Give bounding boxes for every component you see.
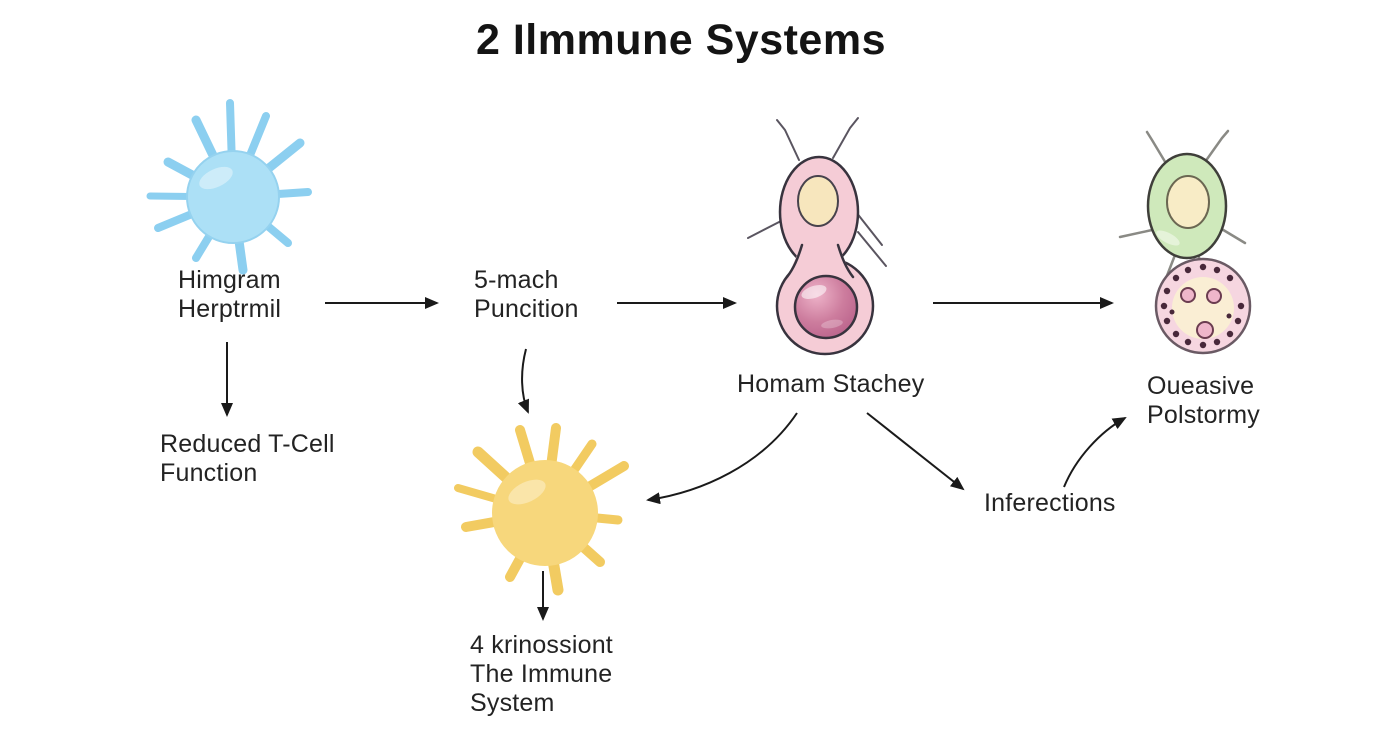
pink-neck-edge-right: [836, 243, 855, 279]
dotted-cell-rim-dots: [1160, 263, 1245, 349]
arrow-inferections-to-oueasive: [1063, 417, 1127, 488]
pink-neck-edge-left: [785, 243, 804, 279]
dotted-cell-small-dot-left: [1169, 309, 1175, 315]
label-homam-stachey: Homam Stachey: [737, 370, 925, 398]
pink-cell-antennae: [747, 117, 887, 267]
label-himgram-herptrmil: Himgram Herptrmil: [178, 266, 282, 323]
green-cell-highlight: [1156, 230, 1180, 246]
pink-nucleus-highlight: [801, 285, 827, 299]
pink-double-cell-illustration: [747, 117, 887, 356]
label-oueasive-polstormy: Oueasive Polstormy: [1147, 372, 1260, 429]
arrow-layer: [221, 297, 1127, 621]
label-5-mach-puncition: 5-mach Puncition: [474, 266, 579, 323]
arrow-homam-to-inferections: [866, 412, 965, 491]
arrow-mach-to-yellow: [517, 348, 529, 414]
blue-cell-highlight: [199, 166, 233, 190]
yellow-spiky-cell-illustration: [454, 423, 629, 596]
dotted-cell-illustration: [1154, 257, 1252, 355]
label-reduced-tcell-function: Reduced T-Cell Function: [160, 430, 335, 487]
blue-cell-body: [186, 150, 280, 244]
pink-cell-cream-nucleus: [797, 175, 839, 227]
arrow-homam-to-yellow: [646, 412, 798, 505]
blue-spiky-cell-illustration: [146, 99, 312, 275]
dotted-cell-granules: [1180, 287, 1222, 339]
green-cell-nucleus: [1166, 175, 1210, 229]
yellow-cell-highlight: [508, 479, 546, 505]
page-title: 2 Ilmmune Systems: [475, 16, 886, 64]
yellow-cell-body: [492, 460, 598, 566]
pink-nucleus-lower-sheen: [821, 319, 843, 329]
label-krinossiont-immune-system: 4 krinossiont The Immune System: [470, 631, 613, 717]
green-cell-illustration: [1118, 129, 1247, 288]
label-inferections: Inferections: [984, 489, 1116, 517]
dotted-cell-small-dot-right: [1226, 313, 1232, 319]
pink-cell-dark-nucleus: [793, 274, 859, 340]
pink-cell-neck: [787, 246, 852, 278]
